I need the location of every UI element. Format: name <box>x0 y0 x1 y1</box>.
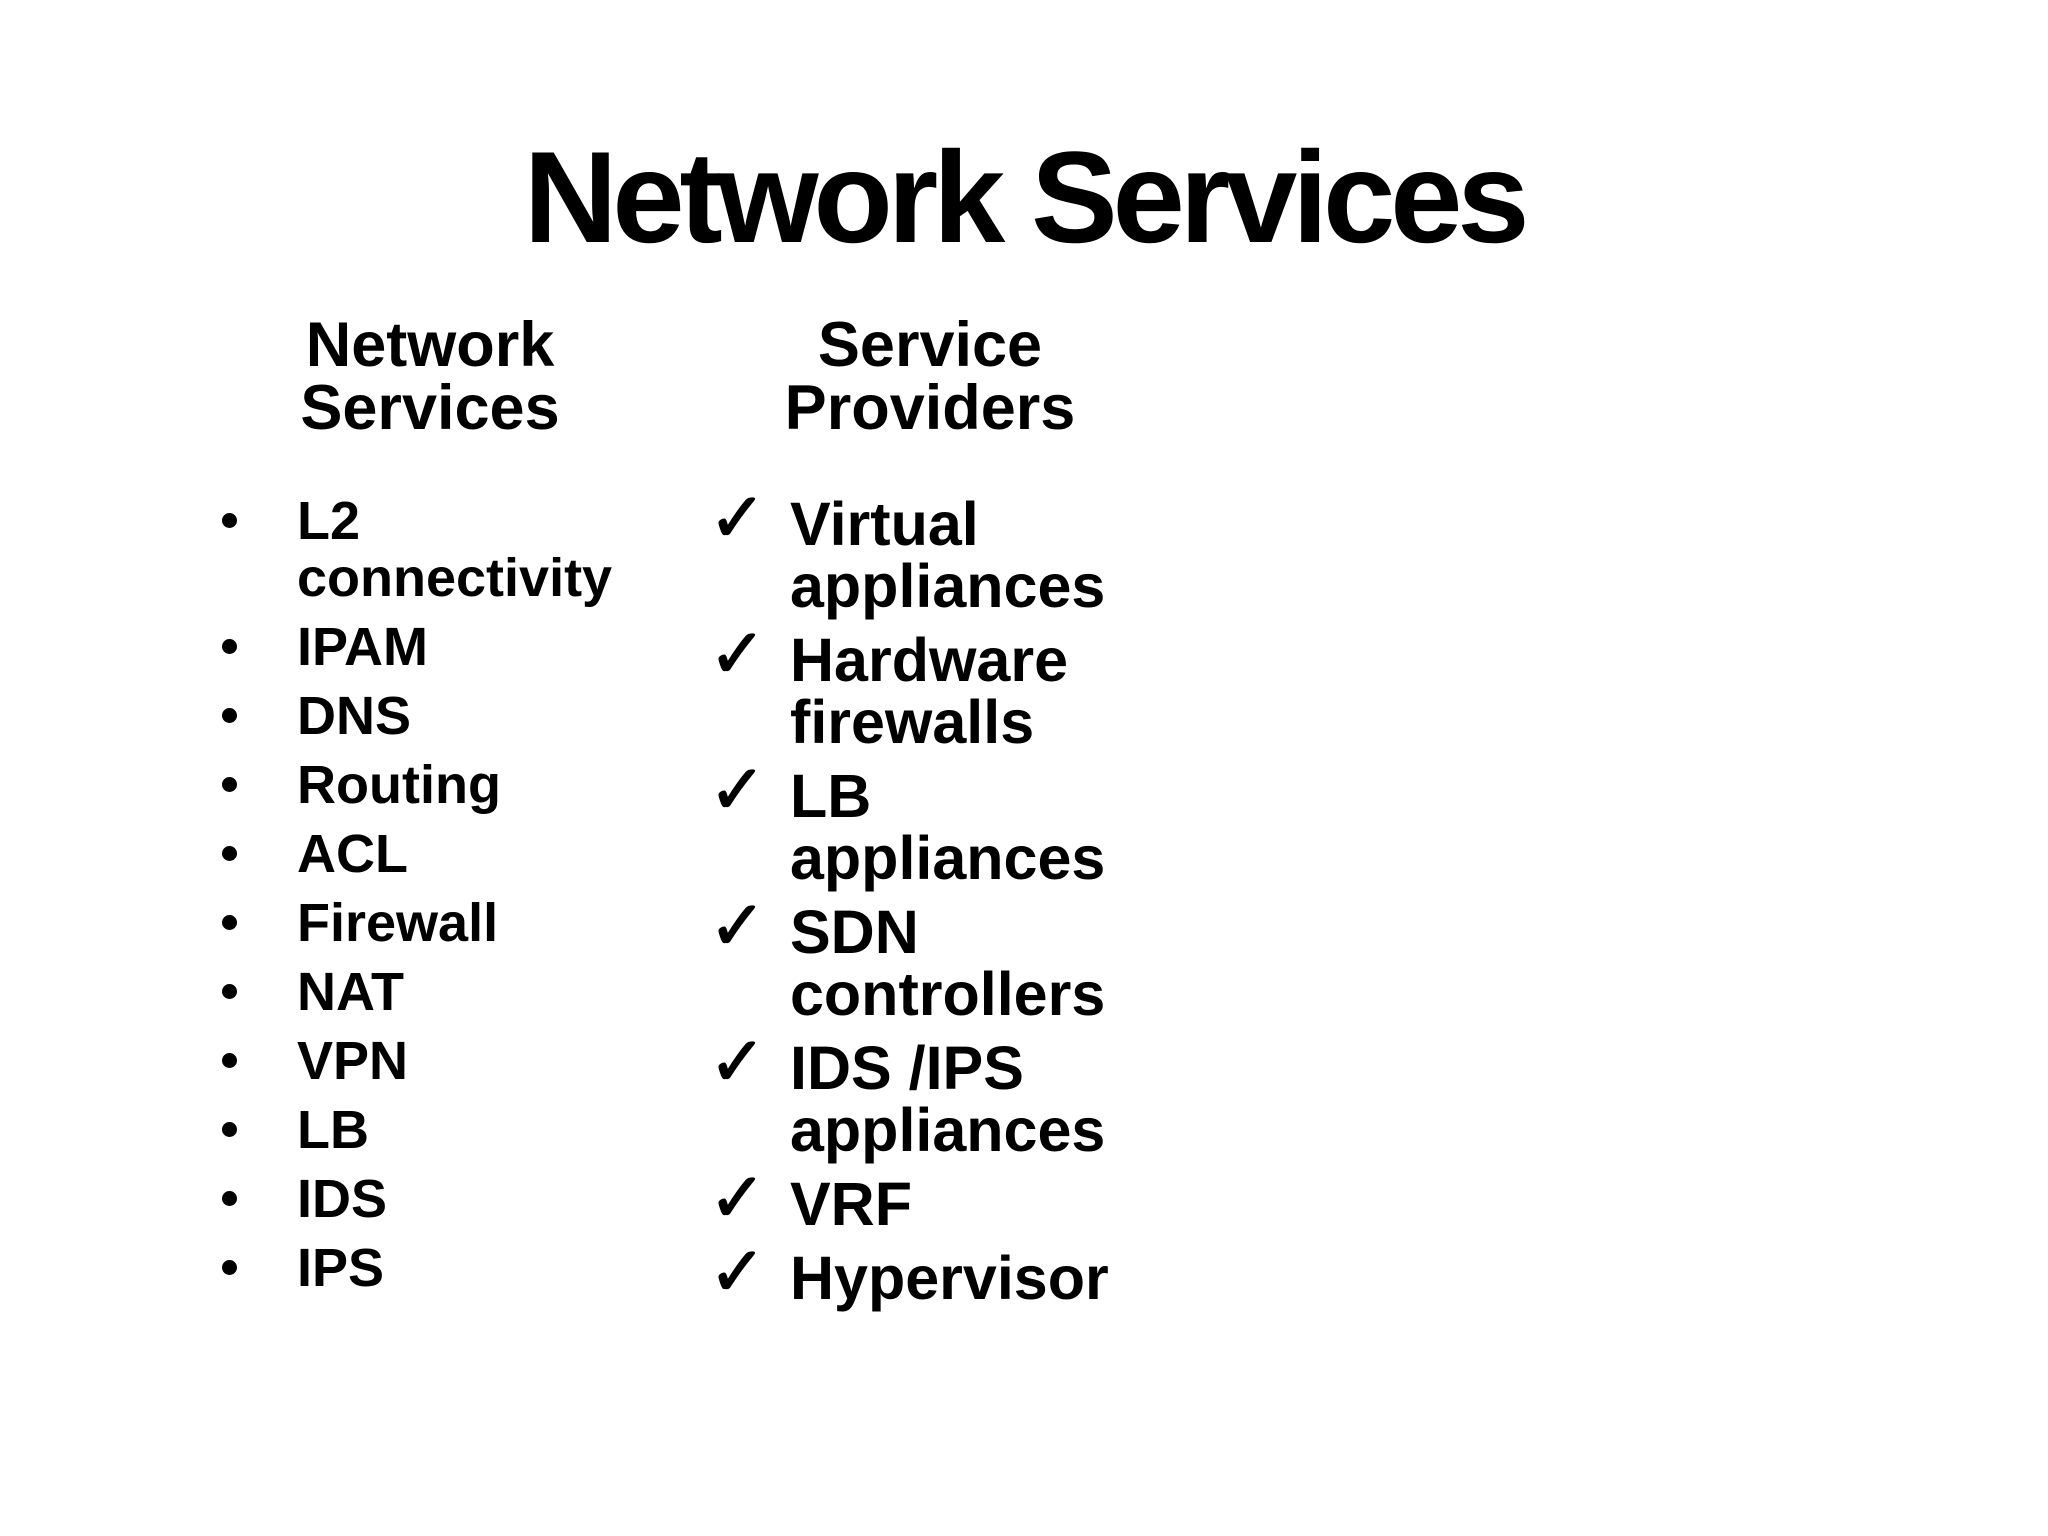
network-services-heading: Network Services <box>230 314 630 440</box>
bullet-icon <box>222 777 237 792</box>
bullet-icon <box>222 915 237 930</box>
check-icon: ✓ <box>708 1023 766 1102</box>
list-item-label: Hardware firewalls <box>790 626 1069 756</box>
list-item: IDS <box>218 1171 648 1228</box>
bullet-icon <box>222 708 237 723</box>
list-item-label: Firewall <box>297 893 499 953</box>
network-services-list: L2 connectivity IPAM DNS Routing ACL Fir… <box>218 493 648 1309</box>
list-item-label: L2 connectivity <box>297 491 613 608</box>
check-icon: ✓ <box>708 1159 766 1238</box>
list-item: ✓ Hypervisor <box>706 1238 1136 1312</box>
list-item-label: NAT <box>297 962 404 1022</box>
check-icon: ✓ <box>708 479 766 558</box>
list-item: L2 connectivity <box>218 493 648 607</box>
list-item-label: Hypervisor <box>790 1244 1109 1312</box>
check-icon: ✓ <box>708 615 766 694</box>
list-item: VPN <box>218 1033 648 1090</box>
bullet-icon <box>222 846 237 861</box>
list-item: IPAM <box>218 619 648 676</box>
bullet-icon <box>222 1191 237 1206</box>
heading-line: Providers <box>784 373 1076 443</box>
bullet-icon <box>222 513 237 528</box>
list-item-label: ACL <box>297 824 408 884</box>
list-item-label: IPAM <box>297 617 428 677</box>
list-item: Firewall <box>218 895 648 952</box>
list-item-label: IPS <box>297 1238 385 1298</box>
bullet-icon <box>222 1122 237 1137</box>
slide-title: Network Services <box>523 124 1530 270</box>
list-item: DNS <box>218 688 648 745</box>
list-item: ACL <box>218 826 648 883</box>
list-item-label: Routing <box>297 755 501 815</box>
heading-line: Service <box>817 310 1043 380</box>
list-item-label: VRF <box>790 1170 912 1238</box>
heading-line: Network <box>305 310 555 380</box>
list-item: IPS <box>218 1240 648 1297</box>
list-item: ✓ Hardware firewalls <box>706 620 1136 756</box>
list-item-label: IDS <box>297 1169 388 1229</box>
bullet-icon <box>222 639 237 654</box>
list-item: LB <box>218 1102 648 1159</box>
list-item-label: IDS /IPS appliances <box>790 1034 1106 1164</box>
list-item-label: Virtual appliances <box>790 490 1106 620</box>
service-providers-heading: Service Providers <box>730 314 1130 440</box>
list-item-label: DNS <box>297 686 412 746</box>
list-item: ✓ LB appliances <box>706 756 1136 892</box>
heading-line: Services <box>300 373 560 443</box>
check-icon: ✓ <box>708 1233 766 1312</box>
list-item: ✓ Virtual appliances <box>706 484 1136 620</box>
list-item: ✓ IDS /IPS appliances <box>706 1028 1136 1164</box>
bullet-icon <box>222 1053 237 1068</box>
bullet-icon <box>222 1260 237 1275</box>
list-item-label: VPN <box>297 1031 409 1091</box>
check-icon: ✓ <box>708 751 766 830</box>
service-providers-list: ✓ Virtual appliances ✓ Hardware firewall… <box>706 484 1136 1321</box>
list-item: NAT <box>218 964 648 1021</box>
bullet-icon <box>222 984 237 999</box>
list-item: ✓ VRF <box>706 1164 1136 1238</box>
check-icon: ✓ <box>708 887 766 966</box>
list-item: ✓ SDN controllers <box>706 892 1136 1028</box>
list-item-label: LB appliances <box>790 762 1106 892</box>
list-item-label: LB <box>297 1100 369 1160</box>
list-item-label: SDN controllers <box>790 898 1106 1028</box>
list-item: Routing <box>218 757 648 814</box>
